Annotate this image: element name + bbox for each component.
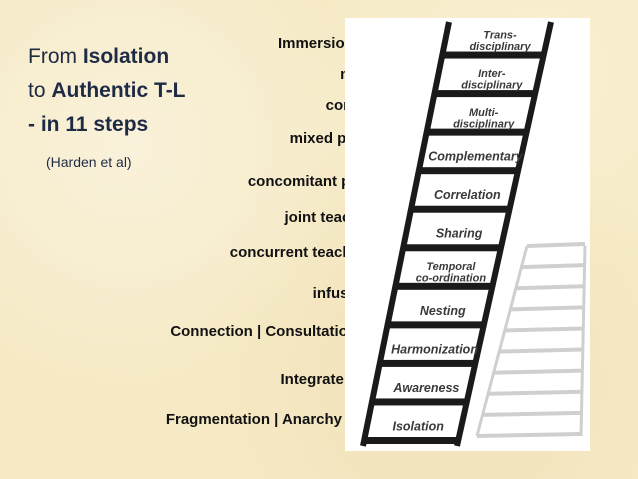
citation: (Harden et al) [46, 154, 132, 170]
ladder-step-label: Awareness [392, 381, 459, 395]
rail-right [454, 21, 554, 447]
ladder-step-label: co-ordination [416, 272, 487, 284]
title-line-1-bold: Isolation [82, 45, 170, 68]
shadow-rung [510, 305, 584, 312]
title-line-3: - in 11 steps [28, 108, 186, 142]
ladder-step-label: Isolation [392, 419, 444, 433]
rung [402, 244, 501, 252]
title-line-3-bold: - in 11 steps [28, 113, 149, 136]
step-description-1: Fragmentation | Anarchy [165, 411, 342, 428]
shadow-rung [476, 432, 582, 438]
step-description-3: Connection | Consultation [170, 323, 357, 340]
slide-title: From Isolation to Authentic T-L - in 11 … [28, 40, 186, 142]
ladder-step-label: Trans- [483, 30, 517, 42]
shadow-rung [526, 242, 586, 248]
ladder-graphic: Isolation Awareness Harmonization Nesting Te… [360, 21, 587, 447]
title-line-2-bold: Authentic T-L [51, 79, 186, 102]
shadow-rail-left [475, 245, 529, 437]
ladder-step-label: disciplinary [461, 80, 523, 92]
ladder-step-label: disciplinary [469, 41, 531, 53]
ladder-step-label: Multi- [469, 107, 499, 119]
rung [371, 398, 467, 406]
rung [410, 205, 510, 213]
rung [441, 51, 544, 59]
rung [379, 359, 475, 367]
shadow-rung [515, 284, 585, 291]
rung [426, 128, 527, 136]
ladder-step-label: Temporal [426, 261, 476, 273]
ladder-step-label: Harmonization [391, 342, 478, 356]
ladder-rungs [363, 51, 544, 444]
shadow-rung [493, 368, 583, 375]
ladder-panel: Isolation Awareness Harmonization Nesting Te… [345, 18, 590, 451]
shadow-rail-right [579, 245, 587, 437]
ladder-step-label: Nesting [420, 304, 466, 318]
ladder-step-label: Correlation [434, 188, 501, 202]
shadow-rung [488, 389, 582, 396]
shadow-rung [521, 263, 585, 270]
title-line-1: From Isolation [28, 40, 186, 74]
ladder-step-label: Inter- [478, 68, 506, 80]
rung [434, 90, 535, 98]
title-line-2: to Authentic T-L [28, 74, 186, 108]
rung [363, 437, 458, 444]
ladder-step-label: disciplinary [453, 118, 515, 130]
rung [387, 321, 484, 329]
title-line-2-prefix: to [28, 79, 52, 102]
shadow-rung [482, 410, 582, 417]
title-line-1-prefix: From [28, 45, 83, 68]
ladder-step-label: Complementary [428, 150, 524, 164]
step-description-5: concurrent teaching [229, 244, 374, 261]
ladder-shadow [475, 242, 587, 438]
shadow-rung [499, 347, 583, 354]
ladder-step-label: Sharing [436, 227, 483, 241]
ladder-rung-labels: Isolation Awareness Harmonization Nesting Te… [391, 30, 531, 434]
step-description-2: Integrate ! [280, 371, 353, 388]
rung [395, 282, 493, 290]
shadow-rung [504, 326, 584, 333]
rung [418, 167, 518, 175]
